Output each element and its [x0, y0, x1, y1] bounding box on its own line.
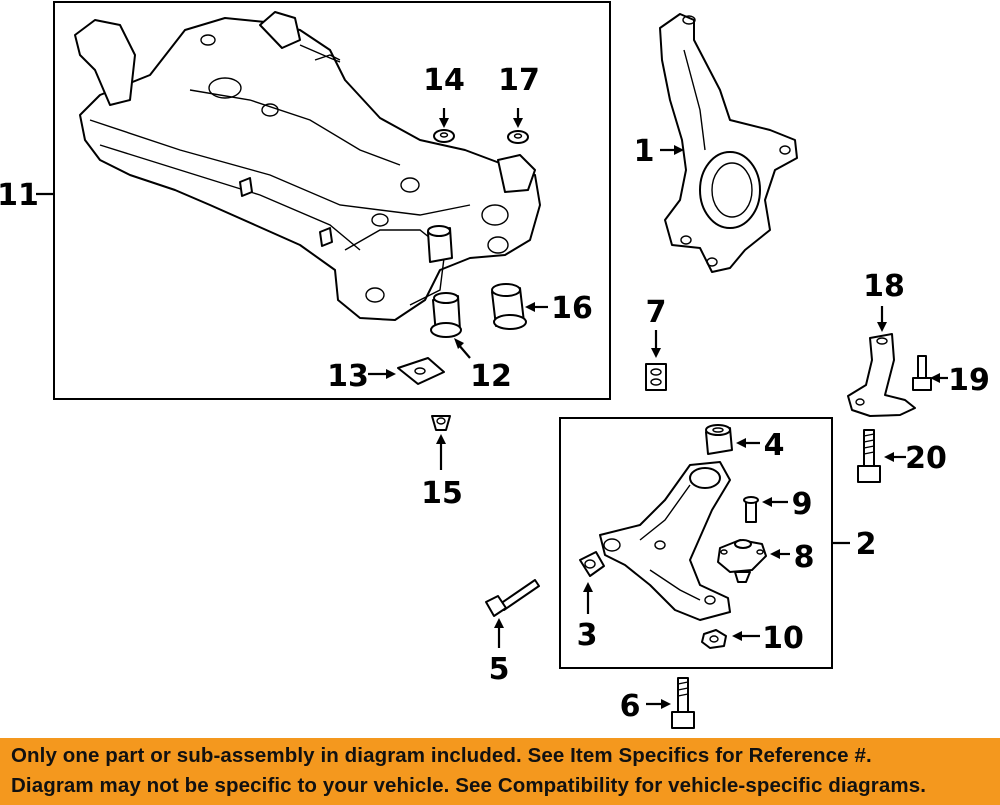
callout-7: 7 [646, 295, 667, 330]
callout-18: 18 [863, 269, 905, 304]
callout-2: 2 [856, 527, 877, 562]
bolt-20-illustration [857, 429, 881, 483]
bolt-9-illustration [743, 496, 759, 523]
callout-4: 4 [764, 428, 785, 463]
stopper-15-illustration [431, 415, 451, 431]
callout-16: 16 [551, 291, 593, 326]
steering-knuckle-illustration [659, 13, 798, 273]
washer-14-illustration [433, 129, 455, 143]
callout-8: 8 [794, 540, 815, 575]
subframe-bushing-16-illustration [491, 283, 527, 330]
bolt-5-illustration [485, 579, 540, 617]
callout-10: 10 [762, 621, 804, 656]
callout-15: 15 [421, 476, 463, 511]
callout-1: 1 [634, 134, 655, 169]
ball-joint-8-illustration [717, 539, 767, 583]
disclaimer-line-2: Diagram may not be specific to your vehi… [11, 774, 927, 797]
disclaimer-line-1: Only one part or sub-assembly in diagram… [11, 744, 872, 767]
disclaimer-banner: Only one part or sub-assembly in diagram… [0, 738, 1000, 805]
bolt-19-illustration [912, 355, 932, 391]
front-subframe-illustration [74, 11, 541, 321]
subframe-group-box [53, 1, 611, 400]
bracket-plate-13-illustration [397, 357, 445, 385]
callout-12: 12 [470, 359, 512, 394]
stopper-7-illustration [645, 363, 667, 391]
callout-14: 14 [423, 63, 465, 98]
callout-13: 13 [327, 359, 369, 394]
callout-5: 5 [489, 652, 510, 687]
parts-diagram: 11 1 2 14 17 16 12 13 15 7 18 19 20 4 9 … [0, 1, 990, 729]
callout-9: 9 [792, 487, 813, 522]
bolt-6-illustration [671, 677, 695, 729]
bushing-3-illustration [579, 551, 605, 577]
bracket-18-illustration [847, 333, 916, 417]
subframe-bushing-12-illustration [430, 292, 462, 338]
callout-17: 17 [498, 63, 540, 98]
leader-lines [36, 108, 948, 709]
nut-10-illustration [701, 629, 727, 649]
callout-3: 3 [577, 618, 598, 653]
callout-6: 6 [620, 689, 641, 724]
callout-19: 19 [948, 363, 990, 398]
control-arm-bushing-4-illustration [705, 424, 733, 455]
callout-20: 20 [905, 441, 947, 476]
lower-control-arm-illustration [599, 461, 731, 621]
callout-11: 11 [0, 178, 39, 213]
washer-17-illustration [507, 130, 529, 144]
